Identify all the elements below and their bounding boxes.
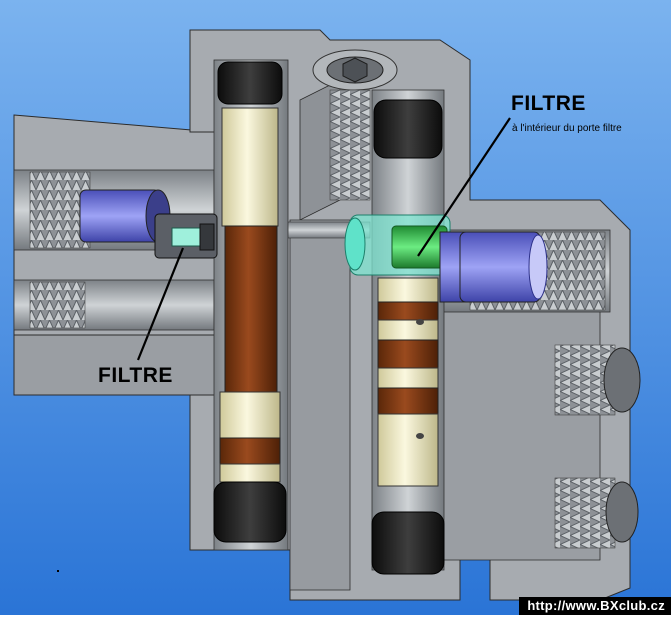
side-ports [554,344,641,549]
top-port [312,49,398,201]
leader-lines [136,117,511,361]
watermark-link[interactable]: http://www.BXclub.cz [519,597,671,615]
left-filter-assembly [79,189,218,259]
left-spool [213,61,287,543]
right-filter-assembly [344,214,548,303]
filtre-label-right: FILTRE [511,92,586,115]
filtre-label-left: FILTRE [98,364,173,387]
filtre-note-right: à l'intérieur du porte filtre [512,123,622,134]
stray-dot [57,570,59,572]
right-spool [371,99,445,575]
